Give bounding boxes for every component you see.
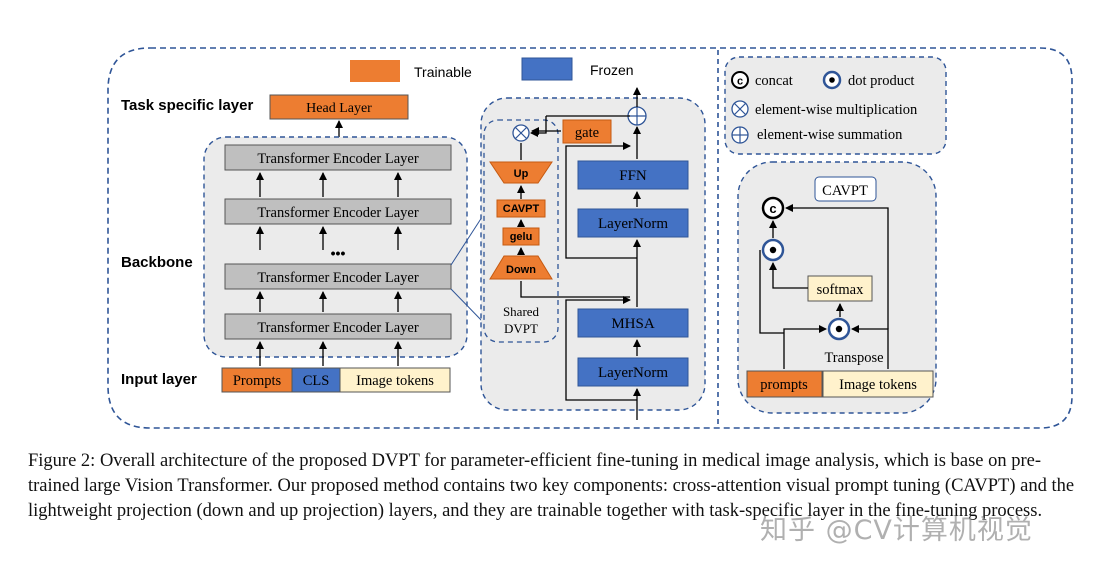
cavpt-image-tokens-label: Image tokens: [839, 377, 917, 393]
encoder-layer-4: [224, 313, 452, 340]
layernorm-bottom-box: [577, 357, 689, 387]
prompts-token-label: Prompts: [233, 373, 282, 389]
shared-dvpt-label-1: Shared: [503, 304, 540, 319]
backbone-label: Backbone: [121, 254, 193, 271]
cavpt-prompts-box: [746, 370, 823, 398]
legend-frozen-swatch: [521, 57, 573, 81]
mult-label: element-wise multiplication: [755, 102, 918, 118]
gelu-label: gelu: [510, 231, 533, 243]
layernorm-top-box: [577, 208, 689, 238]
encoder-layer-2: [224, 198, 452, 225]
up-label: Up: [514, 168, 529, 180]
cavpt-prompts-label: prompts: [760, 377, 808, 393]
cavpt-image-tokens-box: [822, 370, 934, 398]
outer-frame: [107, 47, 1073, 429]
encoder-layer-1-label: Transformer Encoder Layer: [257, 151, 418, 167]
cavpt-title: CAVPT: [822, 183, 868, 199]
ffn-label: FFN: [619, 168, 647, 184]
ellipsis: •••: [331, 245, 346, 261]
input-layer-label: Input layer: [121, 371, 197, 388]
down-label: Down: [506, 264, 536, 276]
figure-caption: Figure 2: Overall architecture of the pr…: [28, 451, 1075, 521]
ffn-box: [577, 160, 689, 190]
dot-product-label: dot product: [848, 73, 914, 89]
image-tokens-box: [339, 367, 451, 393]
legend-trainable-swatch: [350, 60, 400, 82]
image-tokens-label: Image tokens: [356, 373, 434, 389]
encoder-layer-3-label: Transformer Encoder Layer: [257, 270, 418, 286]
cavpt-box: [496, 199, 546, 218]
cls-token: [291, 367, 341, 393]
symbol-legend-panel: [724, 56, 947, 155]
head-layer-box: [269, 94, 409, 120]
transpose-label: Transpose: [824, 350, 883, 366]
svg-text:c: c: [769, 201, 776, 216]
block-connections: [517, 87, 641, 420]
encoder-layer-1: [224, 144, 452, 171]
mhsa-label: MHSA: [611, 316, 655, 332]
architecture-diagram: Trainable Frozen Task specific layer Bac…: [107, 47, 1073, 429]
layernorm-bottom-label: LayerNorm: [598, 365, 668, 381]
cavpt-title-box: [814, 176, 877, 202]
encoder-layer-4-label: Transformer Encoder Layer: [257, 320, 418, 336]
gate-label: gate: [575, 125, 599, 141]
layernorm-top-label: LayerNorm: [598, 216, 668, 232]
sum-label: element-wise summation: [757, 127, 903, 143]
cavpt-connections: [759, 204, 889, 369]
up-projection: [489, 161, 553, 184]
softmax-label: softmax: [817, 282, 864, 298]
mhsa-box: [577, 308, 689, 338]
gelu-box: [502, 227, 540, 246]
legend-frozen-label: Frozen: [590, 62, 634, 78]
encoder-layer-2-label: Transformer Encoder Layer: [257, 205, 418, 221]
legend-trainable-label: Trainable: [414, 64, 472, 80]
cavpt-concat-icon: [761, 196, 785, 220]
task-layer-label: Task specific layer: [121, 97, 253, 114]
backbone-arrows: [256, 172, 402, 366]
zoom-line-bottom: [450, 288, 485, 324]
svg-text:c: c: [737, 76, 743, 88]
cls-token-label: CLS: [303, 373, 330, 389]
watermark: 知乎 @CV计算机视觉: [760, 515, 1033, 546]
down-projection: [489, 255, 553, 280]
gate-box: [562, 119, 612, 144]
concat-label: concat: [755, 73, 793, 89]
prompts-token: [221, 367, 293, 393]
head-layer-label: Head Layer: [306, 101, 372, 116]
concat-icon: [731, 71, 749, 89]
cavpt-box-label: CAVPT: [503, 203, 540, 215]
shared-dvpt-label-2: DVPT: [504, 321, 538, 336]
zoom-line-top: [450, 213, 485, 266]
shared-dvpt-panel: [483, 119, 559, 343]
backbone-panel: [203, 136, 468, 358]
encoder-layer-3: [224, 263, 452, 290]
